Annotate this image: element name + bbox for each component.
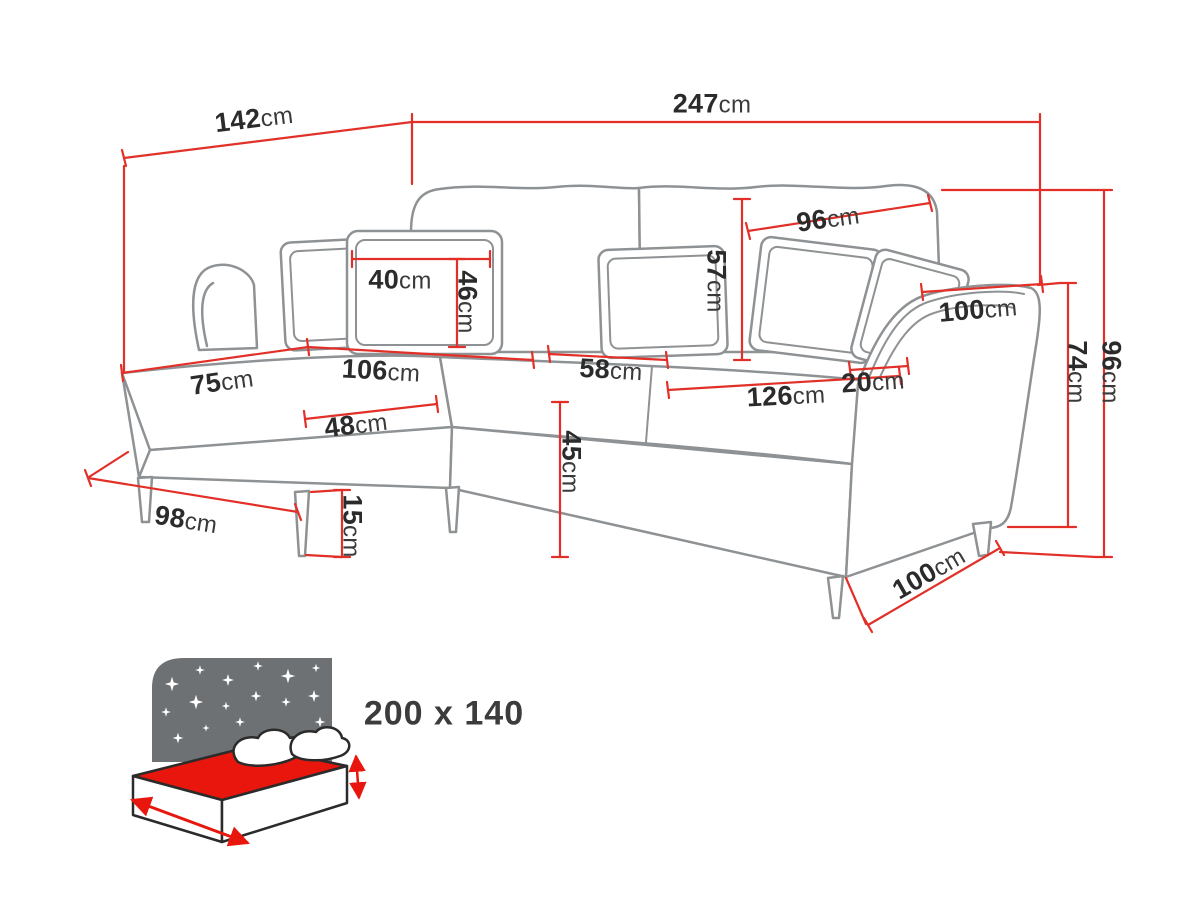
width-arrow: [130, 796, 250, 847]
dim-value: 96: [794, 203, 830, 238]
dim-unit: cm: [399, 267, 432, 295]
dim-unit: cm: [353, 408, 390, 440]
dim-value: 74: [1062, 340, 1093, 372]
dim-chaise-depth: 106cm: [341, 353, 421, 388]
dim-unit: cm: [825, 202, 862, 234]
dim-unit: cm: [337, 525, 365, 558]
dim-value: 15: [337, 494, 368, 526]
dim-value: 20: [840, 366, 874, 399]
dim-value: 48: [322, 409, 357, 444]
dim-value: 40: [368, 264, 400, 295]
dim-unit: cm: [452, 301, 480, 334]
dim-pillow-width: 40cm: [368, 265, 431, 296]
dim-pillow-height: 46cm: [452, 270, 483, 333]
dim-value: 100: [937, 293, 986, 328]
dim-unit: cm: [556, 461, 584, 494]
bed-sleeping-area-icon: [130, 658, 367, 847]
dim-unit: cm: [219, 365, 256, 397]
dim-total-height: 96cm: [1096, 340, 1127, 403]
dim-seat-depth: 58cm: [579, 353, 644, 387]
bed-pillow-left: [232, 728, 305, 767]
sofa-legs: [136, 475, 993, 620]
dim-value: 106: [341, 353, 389, 386]
dim-unit: cm: [182, 507, 220, 540]
sleeping-area-size-text: 200 x 140: [363, 694, 525, 733]
dim-value: 142: [213, 102, 263, 139]
right-armrest: [844, 283, 1042, 579]
dim-unit: cm: [792, 381, 826, 411]
dim-leg-height: 15cm: [337, 494, 368, 557]
dim-unit: cm: [1096, 371, 1124, 404]
dim-unit: cm: [386, 358, 421, 388]
dim-total-width: 247cm: [673, 89, 752, 120]
dim-value: 126: [745, 380, 794, 413]
dim-unit: cm: [718, 91, 752, 119]
dim-armrest-height: 74cm: [1062, 340, 1093, 403]
dimension-lines: [83, 112, 1114, 634]
dim-back-cushion-height: 57cm: [701, 249, 732, 312]
dim-value: 57: [701, 249, 732, 281]
dim-seat-height: 45cm: [556, 430, 587, 493]
dim-arm-pillow-depth: 20cm: [840, 364, 905, 399]
dim-unit: cm: [701, 280, 729, 313]
pillow-right: [748, 235, 884, 365]
dim-value: 58: [578, 352, 611, 385]
dim-value: 247: [672, 88, 719, 119]
dim-unit: cm: [609, 357, 644, 387]
dim-seat-width: 126cm: [746, 378, 826, 413]
dim-value: 98: [152, 499, 188, 535]
height-arrow: [348, 754, 367, 800]
dim-unit: cm: [983, 294, 1019, 324]
bed-pillow-right: [289, 725, 351, 762]
sofa-line-art: [120, 183, 1042, 620]
sleeping-area-size: 200 x 140: [364, 695, 524, 734]
dim-unit: cm: [1062, 371, 1090, 404]
pillow-center: [597, 244, 729, 360]
dim-value: 96: [1096, 340, 1127, 372]
dim-value: 75: [188, 366, 224, 401]
dim-value: 45: [556, 430, 587, 462]
dim-unit: cm: [259, 101, 295, 133]
dim-value: 46: [452, 270, 483, 302]
dim-unit: cm: [871, 367, 906, 397]
